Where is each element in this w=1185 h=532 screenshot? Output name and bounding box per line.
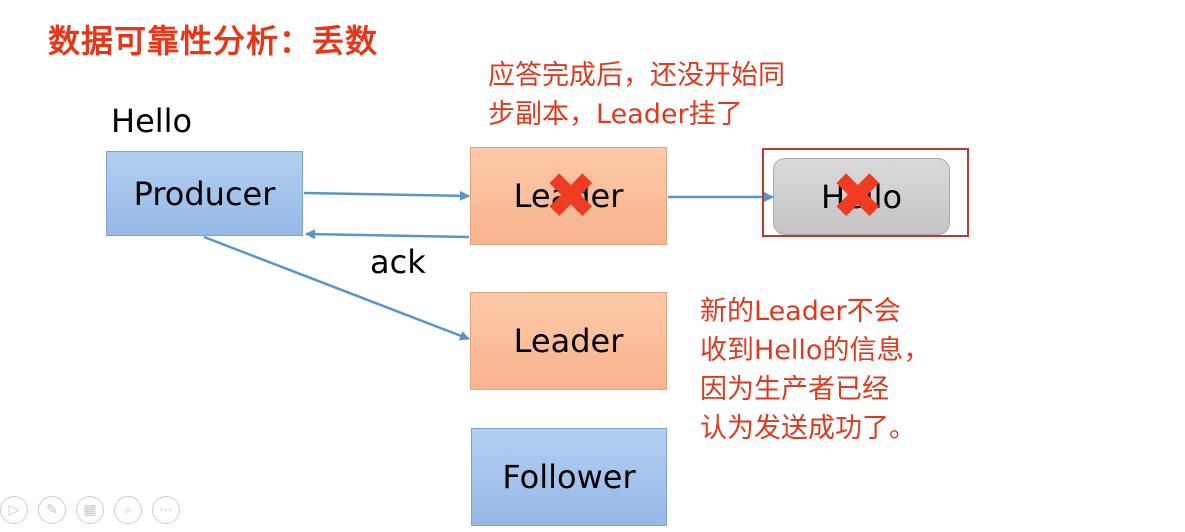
- note-right-line-2: 收到Hello的信息，: [700, 335, 931, 366]
- note-right-line-3: 因为生产者已经: [700, 374, 889, 405]
- replica-failed-box: Hello: [773, 158, 950, 235]
- leader-failed-box: Leader: [470, 147, 667, 245]
- failure-x-icon: ✖: [544, 160, 598, 234]
- ack-label: ack: [370, 243, 426, 281]
- play-icon[interactable]: ▷: [0, 496, 28, 524]
- leader-failed-label: Leader: [513, 177, 624, 215]
- presentation-toolbar: ▷ ✎ ▦ ⌕ ⋯: [0, 496, 180, 524]
- note-right-line-4: 认为发送成功了。: [700, 413, 916, 444]
- note-top: 应答完成后，还没开始同 步副本，Leader挂了: [488, 56, 785, 134]
- follower-box: Follower: [471, 428, 667, 526]
- note-right-line-1: 新的Leader不会: [700, 296, 901, 327]
- arrow-ack-to-producer: [305, 229, 470, 240]
- slide-title: 数据可靠性分析：丢数: [48, 22, 379, 60]
- note-right: 新的Leader不会 收到Hello的信息， 因为生产者已经 认为发送成功了。: [700, 292, 930, 448]
- replica-frame: [762, 148, 969, 237]
- slides-icon[interactable]: ▦: [76, 496, 104, 524]
- producer-label: Producer: [133, 174, 276, 213]
- arrow-producer-to-leader: [303, 190, 470, 201]
- new-leader-box: Leader: [470, 292, 667, 390]
- note-top-line-2: 步副本，Leader挂了: [488, 99, 743, 130]
- new-leader-label: Leader: [513, 322, 624, 360]
- pen-icon[interactable]: ✎: [38, 496, 66, 524]
- message-label: Hello: [111, 102, 193, 140]
- zoom-icon[interactable]: ⌕: [114, 496, 142, 524]
- replica-failed-label: Hello: [820, 177, 903, 216]
- producer-box: Producer: [106, 151, 303, 236]
- more-icon[interactable]: ⋯: [152, 496, 180, 524]
- failure-x-icon: ✖: [831, 160, 885, 234]
- follower-label: Follower: [502, 458, 636, 496]
- note-top-line-1: 应答完成后，还没开始同: [488, 60, 785, 91]
- arrow-producer-to-new-leader: [203, 235, 470, 341]
